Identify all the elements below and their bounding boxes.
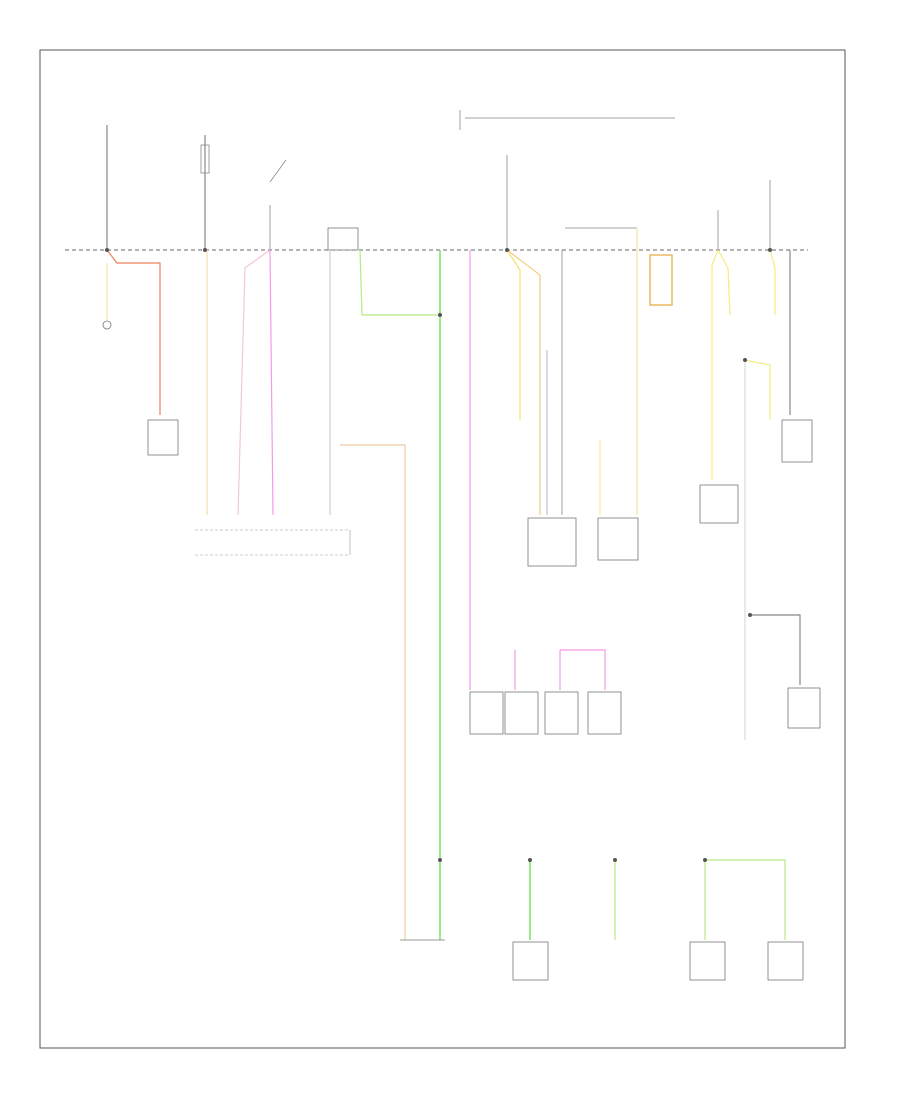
diagram-frame <box>39 49 846 1049</box>
right-section <box>699 180 821 740</box>
left-section <box>102 125 440 556</box>
splice-points <box>105 248 772 862</box>
bottom-section <box>512 859 804 981</box>
component-box <box>147 419 179 456</box>
center-section <box>340 110 675 941</box>
